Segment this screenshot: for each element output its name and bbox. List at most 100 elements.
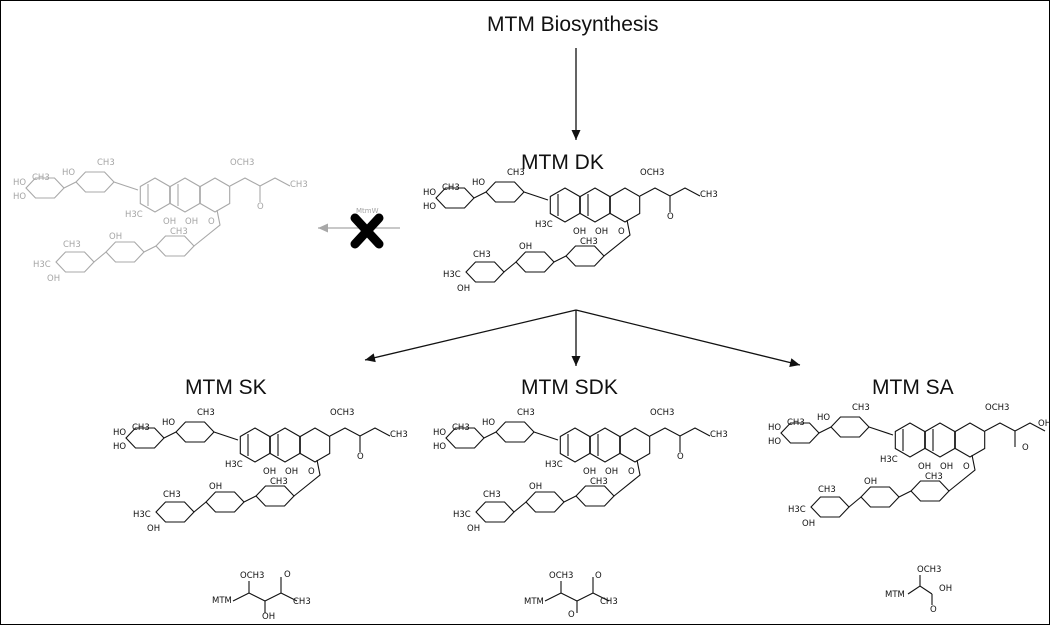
arrow-to-sa-shaft [575, 309, 801, 366]
mol-dk-label-ch3-5: CH3 [580, 237, 598, 247]
mol-sa-label-ho-2: HO [768, 437, 782, 447]
mol-sk-glyco-link-5 [293, 459, 321, 497]
mol-sk-label-och3: OCH3 [330, 408, 355, 418]
mol-gray-label-o-1: O [208, 217, 215, 227]
mol-sk-label-ch3-3: CH3 [390, 430, 408, 440]
mol-sdk-label-ch3-2: CH3 [517, 408, 535, 418]
mol-gray-aglycone-ring-3 [199, 177, 231, 213]
mol-dk-label-h3c: H3C [535, 220, 553, 230]
mol-dk-aglycone-ring-1 [549, 187, 581, 223]
mol-sk-label-ch3-2: CH3 [197, 408, 215, 418]
mol-sdk-label-oh-5: OH [529, 482, 543, 492]
mol-sk-label-h3c-2: H3C [133, 510, 151, 520]
mol-sk-glyco-link-2 [213, 431, 239, 441]
mol-sk-label-ho-1: HO [113, 428, 127, 438]
mol-sk-glyco-link-3 [193, 501, 207, 513]
mol-gray-label-ho-2: HO [13, 192, 27, 202]
mol-dk-aglycone-ring-3 [609, 187, 641, 223]
mol-dk-label-ch3-4: CH3 [473, 250, 491, 260]
mol-gray-glyco-link-3 [93, 251, 107, 263]
mol-dk-label-ho-2: HO [423, 202, 437, 212]
mol-dk-sugar-c [465, 261, 505, 283]
mol-gray-label-oh-2: OH [185, 217, 199, 227]
mol-sa-label-h3c-2: H3C [788, 505, 806, 515]
node-label-sdk: MTM SDK [521, 376, 618, 399]
mol-sa-label-ho-3: HO [817, 413, 831, 423]
mol-sa-side-chain [984, 422, 1046, 432]
mol-dk-label-oh-4: OH [457, 284, 471, 294]
mol-dk-label-ch3-1: CH3 [442, 183, 460, 193]
mol-gray-label-ho-1: HO [13, 178, 27, 188]
arrow-to-sa-head [789, 358, 800, 367]
mol-sk-label-ch3-5: CH3 [270, 477, 288, 487]
mol-sk-label-oh-4: OH [147, 524, 161, 534]
mol-dk-label-ho-1: HO [423, 188, 437, 198]
mol-sk-aglycone-ring-1 [239, 427, 271, 463]
mol-sk-label-o-1: O [308, 467, 315, 477]
sidechain-sk-oh: OH [262, 612, 276, 622]
mol-gray-label-ho-3: HO [62, 168, 76, 178]
mol-sa-sugar-c [810, 496, 850, 518]
node-label-sk: MTM SK [185, 376, 267, 399]
mol-sk-label-ch3-4: CH3 [163, 490, 181, 500]
mol-sk-sugar-b [175, 421, 215, 443]
mol-sa-label-ch3-5: CH3 [925, 472, 943, 482]
mol-gray-glyco-link-2 [113, 181, 139, 191]
mol-dk-sugar-b [485, 181, 525, 203]
mol-dk-label-ho-3: HO [472, 178, 486, 188]
mol-sdk-label-ch3-5: CH3 [590, 477, 608, 487]
mol-gray-label-o-2: O [257, 202, 264, 212]
sidechain-sdk-ch3: CH3 [600, 597, 618, 607]
mol-gray-label-ch3-2: CH3 [97, 158, 115, 168]
mol-sdk-aglycone-ring-1 [559, 427, 591, 463]
mol-sa-aglycone-ring-2 [924, 422, 956, 458]
sidechain-sk-och3: OCH3 [240, 571, 265, 581]
mol-sdk-label-h3c: H3C [545, 460, 563, 470]
sidechain-sk-o: O [284, 570, 291, 580]
block-cross-stroke-2 [350, 213, 384, 249]
mol-sa-glyco-link-4 [898, 490, 912, 498]
mol-sk-label-o-2: O [357, 452, 364, 462]
mol-sa-label-h3c: H3C [880, 455, 898, 465]
mol-sk-label-ho-2: HO [113, 442, 127, 452]
mol-dk-glyco-link-3 [503, 261, 517, 273]
mol-sa-label-och3: OCH3 [985, 403, 1010, 413]
mol-sdk-sugar-b [495, 421, 535, 443]
mol-sdk-aglycone-ring-2 [589, 427, 621, 463]
sidechain-sdk-o2: O [568, 610, 575, 620]
mol-dk-sugar-e [565, 245, 605, 267]
mol-gray-sugar-e [155, 235, 195, 257]
arrow-blocked-head [318, 223, 328, 233]
mol-sdk-glyco-link-3 [513, 501, 527, 513]
mol-sa-sugar-b [830, 416, 870, 438]
mol-dk-label-och3: OCH3 [640, 168, 665, 178]
mol-sdk-side-chain [649, 427, 711, 437]
mol-dk-glyco-link-5 [603, 219, 631, 257]
mol-dk-glyco-link-2 [523, 191, 549, 201]
mol-dk-glyco-link-1 [473, 191, 487, 199]
mol-sdk-label-o-2: O [677, 452, 684, 462]
mol-sdk-label-o-1: O [628, 467, 635, 477]
mol-sdk-glyco-link-5 [613, 459, 641, 497]
sidechain-sa-o: O [930, 605, 937, 615]
mol-gray-label-h3c-2: H3C [33, 260, 51, 270]
mol-sk-label-oh-1: OH [263, 467, 277, 477]
mol-sa-sugar-e [910, 480, 950, 502]
mol-sa-label-ch3-1: CH3 [787, 418, 805, 428]
title-label: MTM Biosynthesis [487, 13, 659, 36]
mol-sdk-sugar-d [525, 491, 565, 513]
mol-sa-label-oh-2: OH [940, 462, 954, 472]
mol-gray-glyco-link-4 [143, 245, 157, 253]
mol-sk-aglycone-ring-2 [269, 427, 301, 463]
mol-gray-glyco-link-1 [63, 181, 77, 189]
mol-sa-label-oh-5: OH [864, 477, 878, 487]
mol-sdk-label-ch3-4: CH3 [483, 490, 501, 500]
mol-sdk-label-oh-1: OH [583, 467, 597, 477]
mol-gray-label-ch3-4: CH3 [63, 240, 81, 250]
mol-sa-label-o-2: O [1022, 443, 1029, 453]
mol-sdk-label-och3: OCH3 [650, 408, 675, 418]
mol-dk-label-o-2: O [667, 212, 674, 222]
mol-sk-side-chain [329, 427, 391, 437]
mol-sa-sugar-d [860, 486, 900, 508]
